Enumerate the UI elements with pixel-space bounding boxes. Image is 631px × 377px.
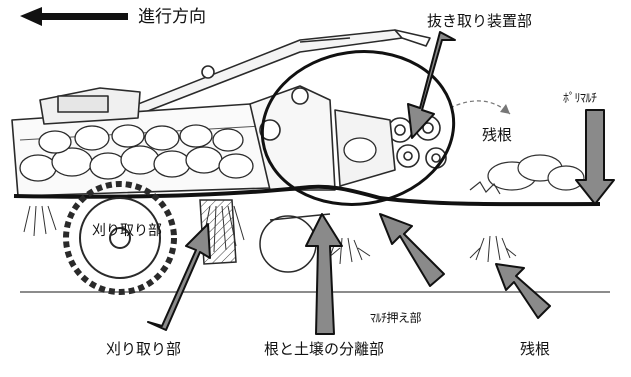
drive-wheel: [63, 181, 177, 295]
root-soil-separation-label: 根と土壌の分離部: [264, 340, 385, 358]
direction-label: 進行方向: [138, 7, 206, 27]
cutting-pointer-arrow-icon: [147, 223, 211, 331]
handle-knob: [201, 65, 215, 79]
mulch-sheet: [13, 184, 601, 207]
extractor-pointer-arrow-icon: [407, 31, 456, 139]
separation-pointer-arrow-icon: [305, 213, 343, 335]
harvested-crops: [19, 124, 377, 182]
residual-root-cluster: [469, 154, 585, 195]
poly-mulch-label: ﾎﾟﾘﾏﾙﾁ: [563, 91, 597, 105]
poly-mulch-pointer-arrow-icon: [575, 109, 615, 205]
cutting-inner-label: 刈り取り部: [92, 223, 162, 239]
cutting-outer-label: 刈り取り部: [106, 340, 182, 358]
direction-arrow-icon: [20, 7, 128, 26]
residual-root-lower-label: 残根: [520, 340, 551, 358]
mulch-press-label: ﾏﾙﾁ押え部: [370, 311, 422, 325]
extractor-highlight-ellipse: [260, 50, 456, 206]
extractor-label: 抜き取り装置部: [427, 12, 533, 30]
residual-root-upper-label: 残根: [482, 126, 513, 144]
mulch-press-pointer-arrow-icon: [379, 213, 445, 287]
residual-root-pointer-arrow-icon: [495, 263, 551, 319]
